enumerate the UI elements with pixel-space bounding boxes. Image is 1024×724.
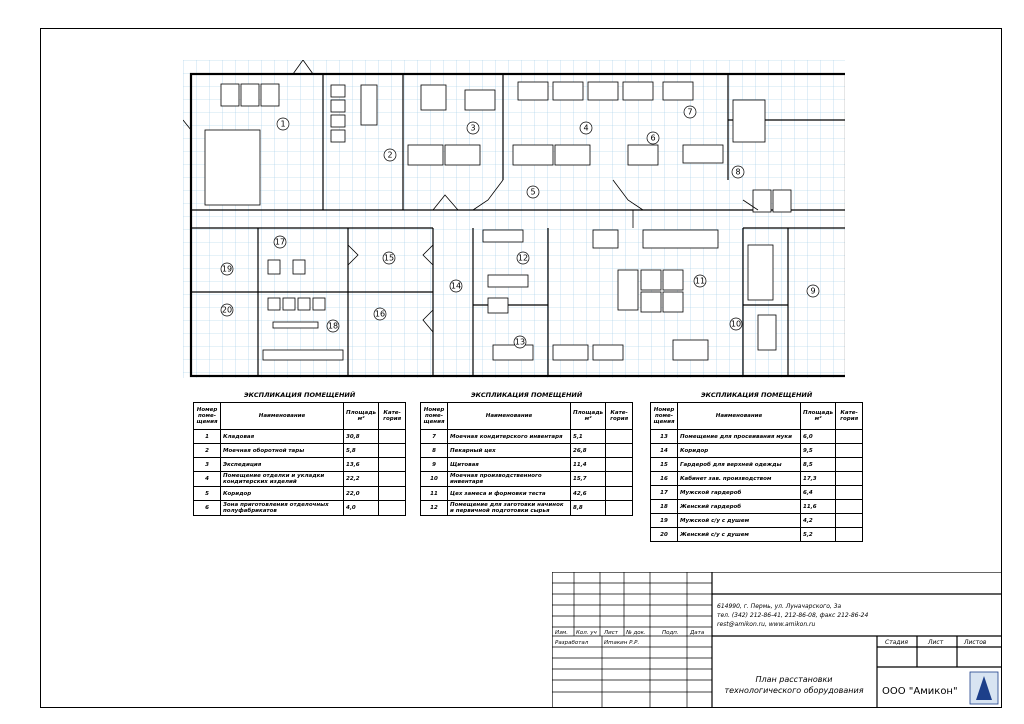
svg-text:Стадия: Стадия (885, 639, 908, 646)
svg-text:Подп.: Подп. (662, 630, 679, 636)
svg-text:Разработал: Разработал (555, 640, 589, 646)
svg-text:614990, г. Пермь, ул. Луначарс: 614990, г. Пермь, ул. Луначарского, 3а (717, 603, 842, 610)
svg-text:№ док.: № док. (625, 630, 646, 636)
svg-text:15: 15 (384, 254, 394, 263)
room-label-19: 19 (220, 262, 234, 276)
svg-text:19: 19 (222, 265, 232, 274)
svg-text:8: 8 (735, 168, 740, 177)
svg-text:План расстановки: План расстановки (755, 675, 832, 684)
svg-text:2: 2 (387, 151, 392, 160)
room-label-14: 14 (449, 279, 463, 293)
svg-text:Лист: Лист (927, 639, 944, 646)
drawing-frame (40, 28, 1002, 708)
room-label-9: 9 (806, 284, 820, 298)
svg-text:10: 10 (731, 320, 741, 329)
svg-text:9: 9 (810, 287, 815, 296)
svg-text:11: 11 (695, 277, 705, 286)
room-label-4: 4 (579, 121, 593, 135)
room-label-2: 2 (383, 148, 397, 162)
title-block: Изм. Кол. уч Лист № док. Подп. Дата Разр… (552, 572, 1002, 708)
svg-text:rest@amikon.ru, www.amikon.ru: rest@amikon.ru, www.amikon.ru (717, 621, 816, 628)
room-label-15: 15 (382, 251, 396, 265)
svg-text:16: 16 (375, 310, 385, 319)
room-label-3: 3 (466, 121, 480, 135)
svg-text:Дата: Дата (689, 630, 705, 636)
svg-text:6: 6 (650, 134, 655, 143)
amikon-logo (969, 671, 999, 705)
room-label-7: 7 (683, 105, 697, 119)
room-label-12: 12 (516, 251, 530, 265)
room-label-5: 5 (526, 185, 540, 199)
room-label-11: 11 (693, 274, 707, 288)
svg-text:Лист: Лист (603, 630, 619, 636)
room-label-18: 18 (326, 319, 340, 333)
room-label-13: 13 (513, 335, 527, 349)
svg-text:20: 20 (222, 306, 232, 315)
svg-text:ООО "Амикон": ООО "Амикон" (882, 686, 958, 697)
svg-text:18: 18 (328, 322, 338, 331)
svg-text:4: 4 (583, 124, 588, 133)
room-label-6: 6 (646, 131, 660, 145)
svg-text:14: 14 (451, 282, 461, 291)
svg-text:Листов: Листов (963, 639, 987, 646)
svg-text:5: 5 (530, 188, 535, 197)
svg-text:Изм.: Изм. (555, 630, 568, 636)
svg-text:технологического оборудования: технологического оборудования (724, 686, 863, 695)
room-label-17: 17 (273, 235, 287, 249)
svg-text:Кол. уч: Кол. уч (576, 630, 598, 636)
svg-text:Иmaкин Р.Р.: Иmaкин Р.Р. (604, 640, 639, 646)
svg-text:17: 17 (275, 238, 285, 247)
room-label-16: 16 (373, 307, 387, 321)
floor-plan: 1 2 3 4 5 6 7 8 9 10 11 12 13 14 15 16 1… (183, 60, 845, 378)
room-label-10: 10 (729, 317, 743, 331)
svg-text:3: 3 (470, 124, 475, 133)
room-label-8: 8 (731, 165, 745, 179)
room-label-1: 1 (276, 117, 290, 131)
svg-text:13: 13 (515, 338, 525, 347)
svg-text:тел. (342) 212-86-41, 212-86-0: тел. (342) 212-86-41, 212-86-08, факс 21… (717, 612, 868, 619)
svg-text:7: 7 (687, 108, 692, 117)
room-label-20: 20 (220, 303, 234, 317)
svg-text:12: 12 (518, 254, 528, 263)
svg-text:1: 1 (280, 120, 285, 129)
